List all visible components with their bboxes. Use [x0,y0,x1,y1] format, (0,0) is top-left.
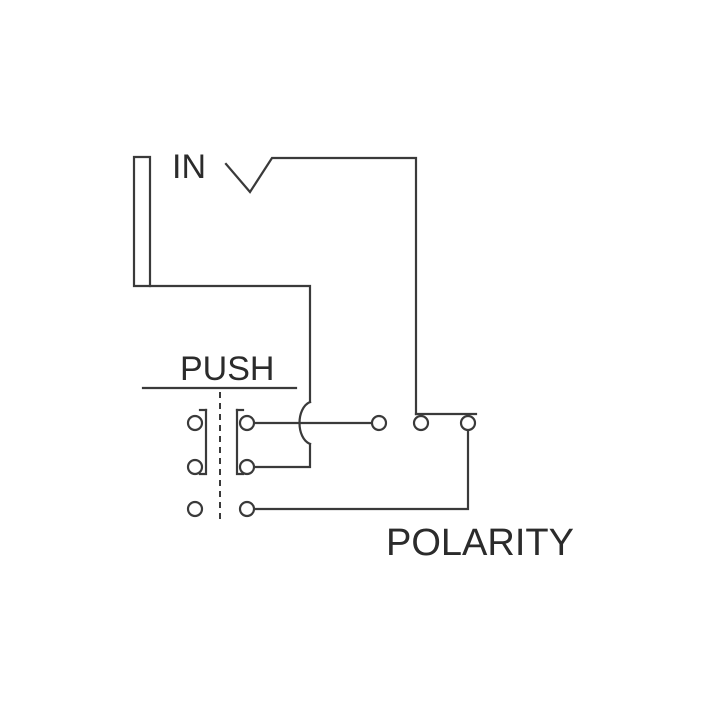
push-terminal-left-middle [186,458,204,476]
push-contact-right-bracket [235,408,245,476]
wire-to-switch-middle-right [254,442,312,469]
push-contact-left-bracket [198,408,208,476]
push-terminal-left-top [186,414,204,432]
polarity-terminal-right [459,414,477,432]
polarity-terminal-left [370,414,388,432]
push-terminal-right-top [238,414,256,432]
polarity-terminal-center [412,414,430,432]
push-terminal-left-bottom [186,500,204,518]
wire-polarity-to-switch-bottom [254,429,470,511]
wire-in-to-polarity [224,156,418,416]
in-label: IN [172,148,206,186]
polarity-label: POLARITY [386,522,574,564]
push-terminal-right-bottom [238,500,256,518]
input-plug-body [132,155,152,288]
wire-plug-to-switch [148,284,312,404]
push-label: PUSH [180,350,274,388]
push-terminal-right-middle [238,458,256,476]
